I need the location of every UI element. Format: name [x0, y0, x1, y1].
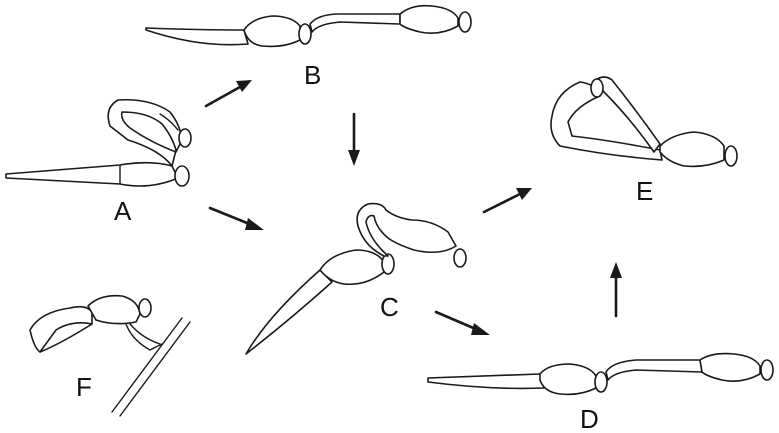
panel-label-b: B [304, 60, 321, 90]
panel-b-joint-end [459, 12, 471, 32]
panel-d-coxa [700, 354, 760, 382]
panel-d-joint-mid [595, 372, 607, 392]
panel-b-drawing [146, 6, 471, 47]
panel-label-f: F [76, 372, 92, 402]
panel-label-d: D [580, 404, 599, 433]
arrow-b-to-c [348, 114, 360, 166]
panel-d-femur [606, 360, 702, 380]
arrow-c-to-e [484, 188, 532, 212]
panel-b-tibia [244, 16, 300, 46]
panel-d-tarsus [428, 374, 544, 388]
arrow-a-to-b [206, 80, 252, 106]
panel-a-joint-upper [179, 129, 191, 147]
panel-e-drawing [551, 77, 737, 166]
arrow-a-to-c [210, 208, 264, 230]
panel-a-femur [6, 163, 178, 186]
panel-a-tibia-loop [108, 100, 181, 166]
panel-f-drawing [30, 296, 190, 416]
panel-b-femur [310, 14, 400, 32]
panel-f-tarsus [126, 324, 162, 350]
panel-d-joint-end [761, 360, 773, 380]
panel-b-tarsus [146, 28, 248, 45]
panel-f-stem-line-2 [120, 322, 190, 416]
panel-b-joint-mid [299, 24, 311, 44]
panel-c-drawing [246, 204, 466, 354]
panel-c-tibia [320, 250, 384, 284]
panel-c-tarsus [246, 270, 332, 354]
panel-d-drawing [428, 354, 773, 395]
panel-label-a: A [114, 196, 132, 226]
panel-e-coxa [660, 132, 724, 166]
panel-d-tibia [540, 364, 596, 394]
arrow-c-to-d [436, 312, 490, 335]
panel-c-joint-mid [382, 254, 394, 274]
panel-a-drawing [6, 100, 191, 186]
panel-label-e: E [636, 176, 653, 206]
panel-f-femur [88, 296, 140, 324]
panel-label-c: C [380, 292, 399, 322]
panel-a-joint-lower [175, 166, 189, 186]
panel-e-joint-end [725, 146, 737, 166]
panel-e-joint-upper [591, 79, 603, 97]
panel-c-joint-end [454, 249, 466, 267]
panel-f-stem-line-1 [112, 318, 182, 412]
panel-f-joint [139, 299, 151, 317]
arrow-d-to-e [610, 262, 622, 316]
panel-c-femur-loop [357, 204, 456, 256]
panel-b-coxa [400, 6, 458, 33]
